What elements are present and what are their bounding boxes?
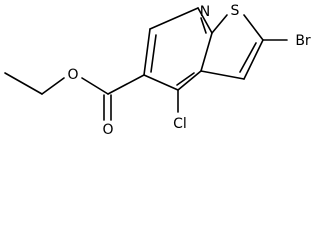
- bond-c6-n7: [149, 7, 199, 30]
- atom-label-n: N: [200, 4, 210, 20]
- bond-c5-c6: [143, 28, 151, 76]
- bond-c3a-c4: [177, 70, 202, 91]
- bond-c2-c3-inner: [239, 42, 257, 73]
- atom-label-o-carbonyl: O: [102, 122, 113, 138]
- atom-label-cl: Cl: [173, 116, 187, 132]
- bond-s-c2: [243, 14, 264, 41]
- bond-c5-c6-inner: [150, 34, 157, 73]
- bond-c3a-c4-inner: [176, 72, 195, 86]
- bond-c4-c5: [143, 74, 179, 91]
- structure-canvas: N S Br Cl O O: [4, 3, 311, 138]
- bond-c5-ccarbonyl: [107, 74, 145, 95]
- bond-oester-ch2: [41, 77, 65, 95]
- atom-label-br: Br: [295, 33, 311, 49]
- bond-ccarbonyl-oester: [81, 77, 109, 95]
- atom-label-o-ester: O: [67, 67, 78, 83]
- bond-c7a-c3a: [200, 32, 213, 72]
- bond-c7a-s: [211, 14, 228, 34]
- bond-ch2-ch3: [4, 72, 43, 95]
- bond-c2-c3: [243, 39, 264, 80]
- bond-c3-c3a: [200, 70, 245, 80]
- atom-label-s: S: [231, 3, 240, 19]
- bond-n7-c7a: [197, 7, 213, 34]
- bond-n7-c7a-inner: [200, 17, 207, 34]
- molecule-diagram: N S Br Cl O O: [4, 3, 311, 138]
